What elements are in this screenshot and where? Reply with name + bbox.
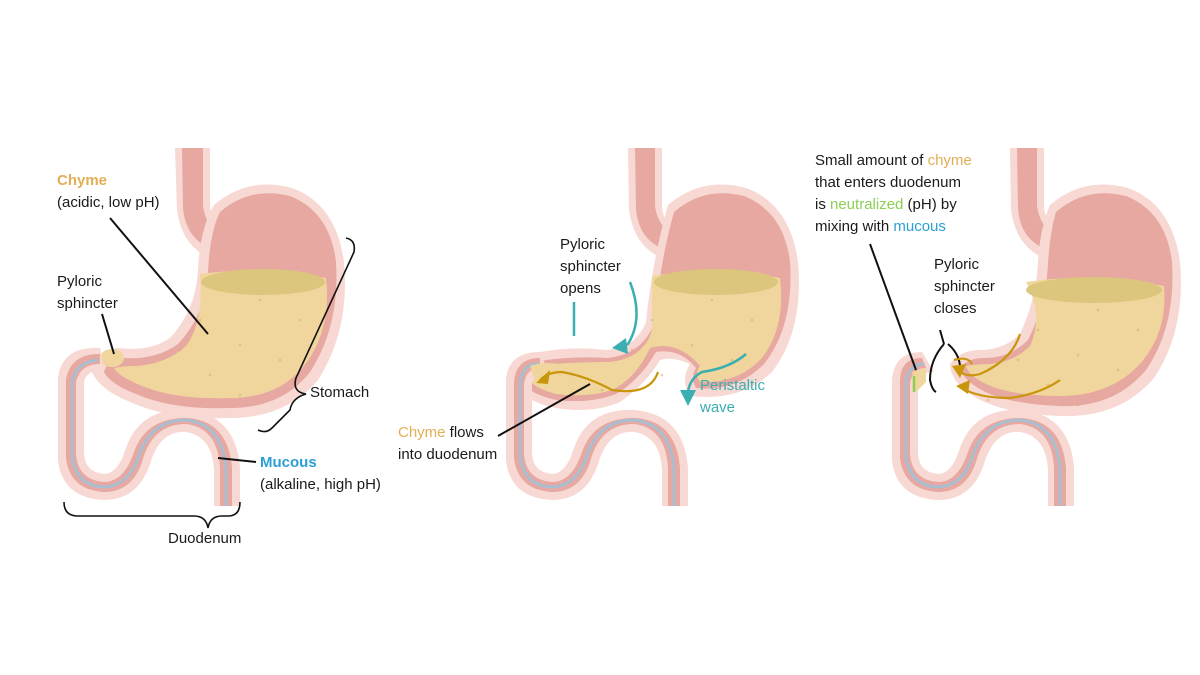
panel-2-chyme-in-duodenum bbox=[530, 363, 566, 378]
panel-1-sphincter-pointer bbox=[101, 313, 115, 355]
small-line-3c: (pH) by bbox=[903, 196, 957, 213]
panel-2-flow-arrow bbox=[539, 370, 660, 393]
panel-2-flows-label: Chyme flows into duodenum bbox=[398, 422, 497, 466]
panel-1-duodenum-brace bbox=[63, 501, 241, 529]
panel-1-mucous-label: Mucous (alkaline, high pH) bbox=[260, 452, 381, 496]
wave-line-1: Peristaltic bbox=[700, 377, 766, 394]
small-line-3b: neutralized bbox=[830, 196, 904, 213]
panel-3-swirl-arrow-1 bbox=[957, 333, 1022, 377]
small-line-3a: is bbox=[815, 196, 830, 213]
panel-3-closes-pointer bbox=[939, 329, 945, 345]
panel-2-sphincter-arrow bbox=[617, 281, 638, 350]
panel-3-sphincter-closes bbox=[928, 343, 945, 393]
small-line-2: that enters duodenum bbox=[815, 174, 961, 191]
panel-1-chyme bbox=[114, 270, 328, 399]
panel-1-illustration bbox=[58, 148, 356, 529]
panel-2-illustration bbox=[497, 148, 799, 506]
flows-word: flows bbox=[445, 424, 484, 441]
duodenum-label: Duodenum bbox=[168, 530, 242, 547]
flows-chyme-word: Chyme bbox=[398, 424, 446, 441]
panel-1-duodenum bbox=[58, 347, 240, 506]
opens-line-2: sphincter bbox=[560, 258, 621, 275]
panel-2-wave-arrow bbox=[686, 353, 747, 393]
panel-3-small-amount-label: Small amount of chyme that enters duoden… bbox=[815, 150, 972, 238]
mucous-title: Mucous bbox=[260, 454, 317, 471]
panel-1-chyme-pointer bbox=[109, 217, 209, 335]
panel-1-stomach-brace bbox=[257, 237, 356, 433]
mucous-description: (alkaline, high pH) bbox=[260, 476, 381, 493]
panel-3-chyme bbox=[966, 277, 1165, 396]
panel-1-pyloric-sphincter bbox=[100, 349, 124, 367]
panel-2-wave-label: Peristaltic wave bbox=[700, 375, 765, 419]
chyme-title: Chyme bbox=[57, 172, 108, 189]
small-line-4a: mixing with bbox=[815, 218, 894, 235]
small-line-1a: Small amount of bbox=[815, 152, 928, 169]
closes-line-1: Pyloric bbox=[934, 256, 980, 273]
small-line-1b: chyme bbox=[927, 152, 972, 169]
panel-3-duodenum bbox=[892, 352, 1074, 506]
panel-2-chyme bbox=[530, 271, 782, 396]
panel-3-closes-label: Pyloric sphincter closes bbox=[934, 254, 995, 320]
stomach-label: Stomach bbox=[310, 384, 370, 401]
closes-line-2: sphincter bbox=[934, 278, 995, 295]
closes-line-3: closes bbox=[934, 300, 977, 317]
opens-line-3: opens bbox=[560, 280, 601, 297]
flows-line-2: into duodenum bbox=[398, 446, 498, 463]
panel-3-neutralized-chyme bbox=[912, 368, 926, 392]
panel-2-flows-pointer bbox=[497, 383, 591, 437]
pyloric-line-1: Pyloric bbox=[57, 273, 103, 290]
chyme-description: (acidic, low pH) bbox=[57, 194, 160, 211]
panel-3-swirl-arrow-3 bbox=[953, 357, 973, 365]
opens-line-1: Pyloric bbox=[560, 236, 606, 253]
panel-3-small-amount-pointer bbox=[869, 243, 917, 371]
panel-3-illustration bbox=[869, 148, 1181, 506]
panel-1-pyloric-label: Pyloric sphincter bbox=[57, 271, 118, 315]
panel-2-opens-label: Pyloric sphincter opens bbox=[560, 234, 621, 300]
panel-3-swirl-arrow-2 bbox=[961, 379, 1061, 400]
panel-1-chyme-label: Chyme (acidic, low pH) bbox=[57, 170, 160, 214]
wave-line-2: wave bbox=[700, 399, 736, 416]
small-line-4b: mucous bbox=[893, 218, 946, 235]
panel-2-duodenum bbox=[506, 352, 688, 506]
pyloric-line-2: sphincter bbox=[57, 295, 118, 312]
panel-1-mucous-pointer bbox=[217, 457, 257, 463]
